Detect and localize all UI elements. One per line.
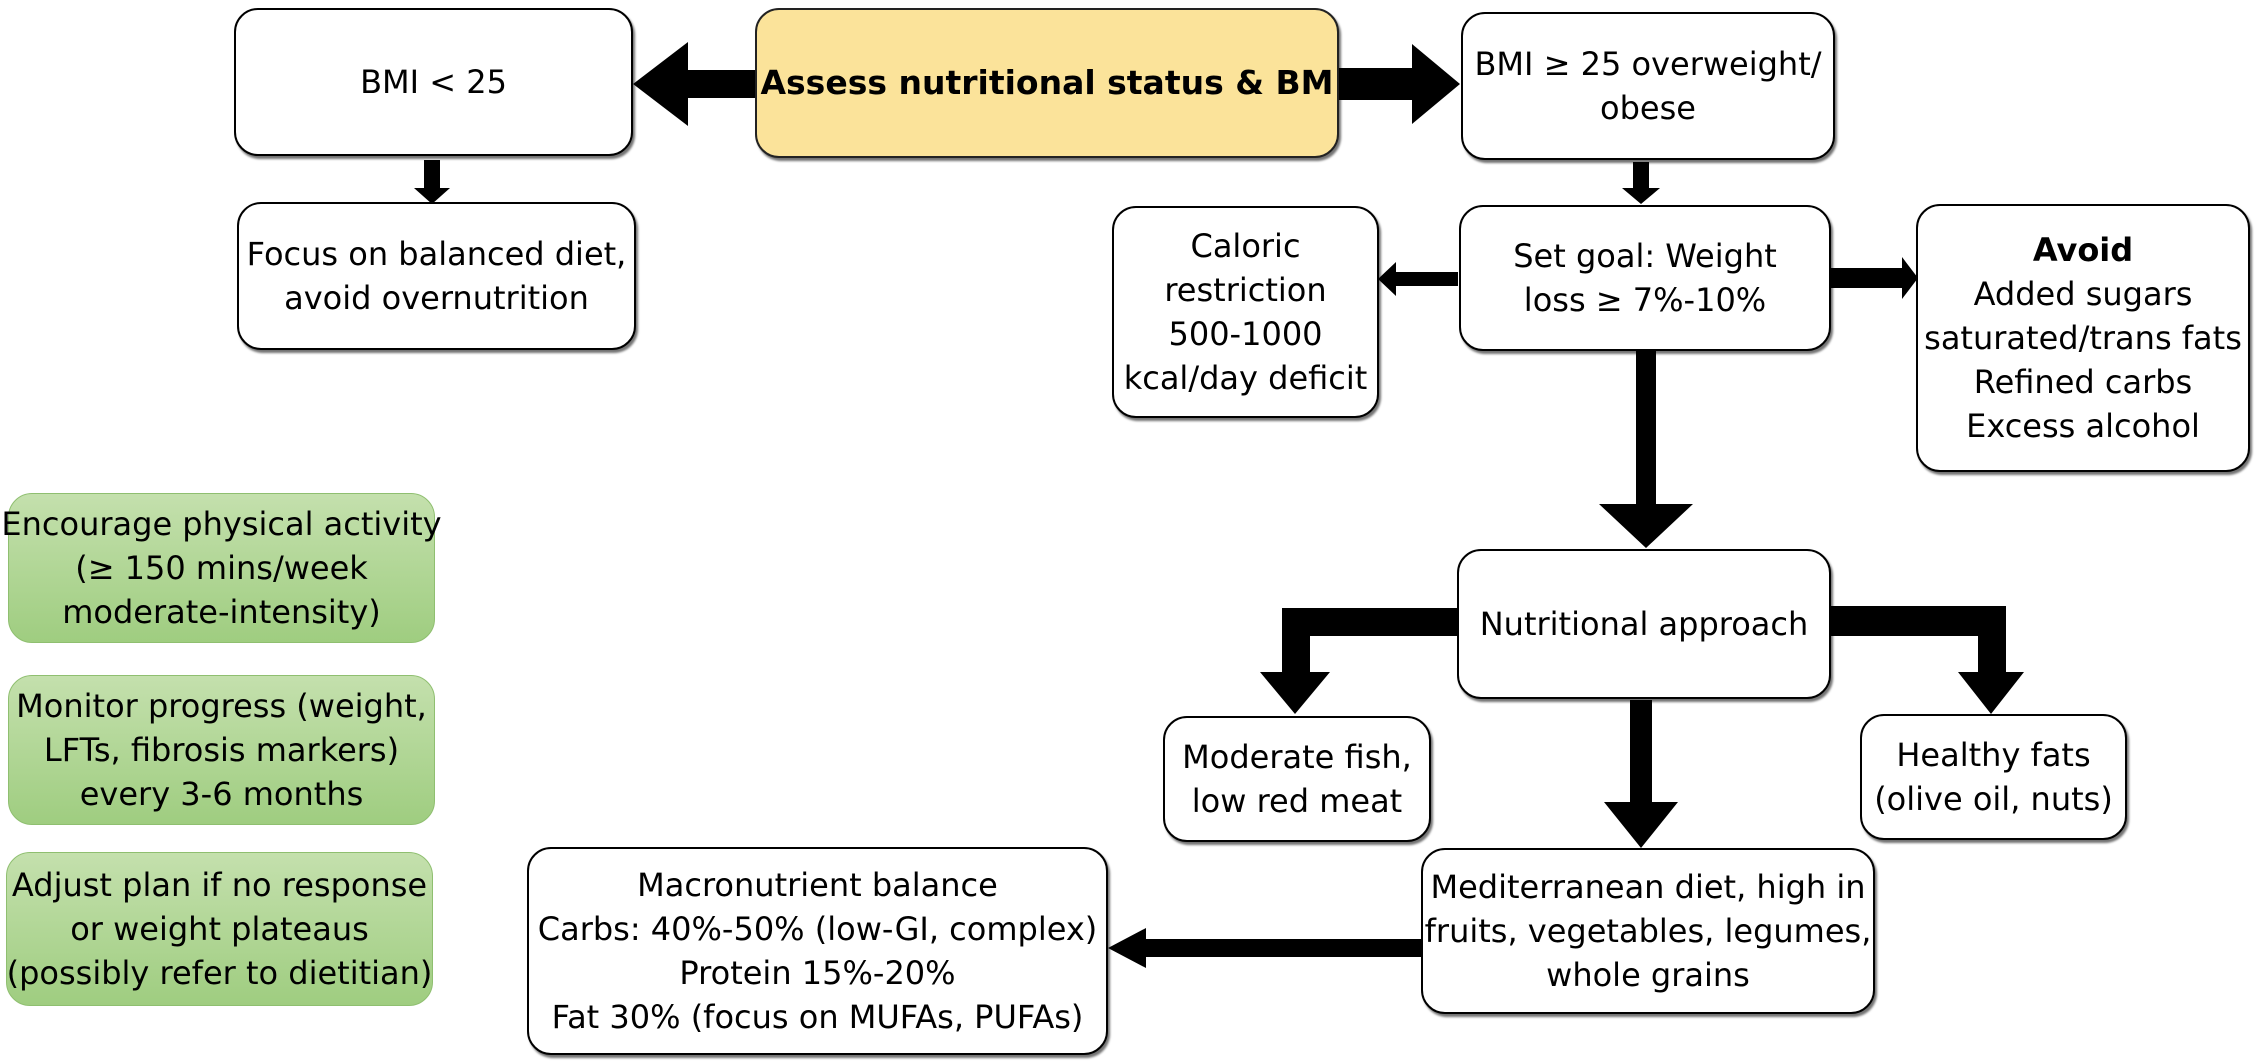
node-text-line: BMI < 25 — [360, 63, 507, 101]
arrow-nutritional-to-fish — [1260, 608, 1458, 714]
node-text-line: Moderate fish, — [1182, 738, 1412, 776]
arrow-bmi-low-to-balanced — [414, 160, 450, 204]
healthy-fats-node: Healthy fats (olive oil, nuts) — [1860, 714, 2127, 840]
node-text-line: or weight plateaus — [70, 910, 369, 948]
node-text-line: Assess nutritional status & BM — [760, 63, 1334, 102]
arrow-assess-to-bmi-low — [633, 42, 757, 126]
avoid-title: Avoid — [2032, 231, 2134, 269]
adjust-plan-node: Adjust plan if no response or weight plat… — [6, 852, 433, 1006]
arrow-bmi-high-to-goal — [1622, 162, 1660, 204]
node-text-line: loss ≥ 7%-10% — [1523, 281, 1767, 319]
nutritional-approach-node: Nutritional approach — [1457, 549, 1831, 699]
avoid-item: Added sugars — [1973, 275, 2193, 313]
node-text-line: (≥ 150 mins/week — [75, 549, 368, 587]
avoid-node: Avoid Added sugars saturated/trans fats … — [1916, 204, 2250, 472]
node-text-line: Mediterranean diet, high in — [1430, 868, 1866, 906]
node-text-line: Caloric — [1190, 227, 1301, 265]
node-text-line: Adjust plan if no response — [11, 866, 428, 904]
bmi-low-node: BMI < 25 — [234, 8, 633, 156]
balanced-diet-node: Focus on balanced diet, avoid overnutriti… — [237, 202, 636, 350]
node-text-line: BMI ≥ 25 overweight/ — [1474, 45, 1822, 83]
node-text-line: low red meat — [1191, 782, 1403, 820]
node-text-line: Healthy fats — [1896, 736, 2091, 774]
node-text-line: kcal/day deficit — [1123, 359, 1368, 397]
node-text-line: 500-1000 — [1168, 315, 1323, 353]
assess-node: Assess nutritional status & BM — [755, 8, 1339, 158]
arrow-goal-to-nutritional — [1599, 350, 1693, 548]
node-text-line: Nutritional approach — [1479, 605, 1809, 643]
monitor-progress-node: Monitor progress (weight, LFTs, fibrosis … — [8, 675, 435, 825]
bmi-high-node: BMI ≥ 25 overweight/obese — [1461, 12, 1835, 160]
arrow-goal-to-caloric — [1378, 262, 1458, 296]
node-text-line: moderate-intensity) — [62, 593, 381, 631]
node-text-line: every 3-6 months — [79, 775, 364, 813]
node-text-line: Protein 15%-20% — [679, 954, 956, 992]
node-text-line: Macronutrient balance — [637, 866, 998, 904]
node-text-line: Fat 30% (focus on MUFAs, PUFAs) — [551, 998, 1084, 1036]
avoid-item: Refined carbs — [1973, 363, 2193, 401]
node-text-line: obese — [1600, 89, 1696, 127]
moderate-fish-node: Moderate fish, low red meat — [1163, 716, 1431, 842]
arrow-assess-to-bmi-high — [1338, 44, 1460, 124]
node-text-line: Set goal: Weight — [1513, 237, 1777, 275]
node-text-line: Focus on balanced diet, — [246, 235, 627, 273]
arrow-mediterranean-to-macro — [1108, 928, 1421, 968]
node-text-line: Encourage physical activity — [1, 505, 442, 543]
node-text-line: whole grains — [1546, 956, 1750, 994]
node-text-line: Monitor progress (weight, — [16, 687, 427, 725]
arrow-nutritional-to-mediterranean — [1604, 700, 1678, 848]
arrow-nutritional-to-fats — [1830, 606, 2024, 714]
arrow-goal-to-avoid — [1830, 257, 1918, 299]
node-text-line: fruits, vegetables, legumes, — [1424, 912, 1872, 950]
avoid-item: saturated/trans fats — [1924, 319, 2242, 357]
node-text-line: (possibly refer to dietitian) — [6, 954, 433, 992]
node-text-line: avoid overnutrition — [284, 279, 589, 317]
set-goal-node: Set goal: Weight loss ≥ 7%-10% — [1459, 205, 1831, 351]
mediterranean-diet-node: Mediterranean diet, high in fruits, veget… — [1421, 848, 1875, 1014]
caloric-restriction-node: Caloric restriction 500-1000 kcal/day defic… — [1112, 206, 1379, 418]
node-text-line: Carbs: 40%-50% (low-GI, complex) — [537, 910, 1098, 948]
node-text-line: restriction — [1164, 271, 1327, 309]
avoid-item: Excess alcohol — [1966, 407, 2200, 445]
physical-activity-node: Encourage physical activity (≥ 150 mins/w… — [1, 493, 442, 643]
node-text-line: LFTs, fibrosis markers) — [43, 731, 400, 769]
node-text-line: (olive oil, nuts) — [1874, 780, 2113, 818]
